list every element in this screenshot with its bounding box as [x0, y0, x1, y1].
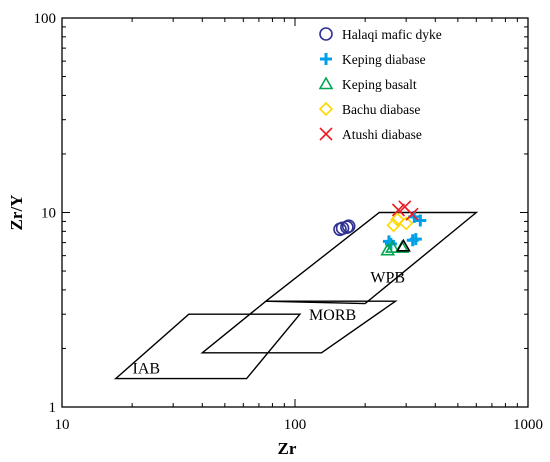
field-label-wpb: WPB — [370, 269, 405, 286]
point-halaqi-mafic-dyke — [341, 219, 356, 234]
field-iab — [113, 313, 302, 380]
x-tick-label: 1000 — [513, 417, 543, 433]
legend-marker-bachu-diabase — [318, 101, 334, 117]
legend-label: Atushi diabase — [342, 127, 422, 142]
point-black-triangle — [396, 238, 411, 252]
field-label-morb: MORB — [309, 307, 356, 324]
axis-ticks — [62, 18, 528, 407]
tectonic-field-polygons — [113, 211, 479, 380]
point-bachu-diabase — [390, 212, 405, 227]
data-points — [333, 200, 427, 256]
point-keping-basalt — [380, 242, 396, 256]
y-tick-label: 1 — [49, 400, 57, 416]
x-tick-label: 10 — [55, 417, 70, 433]
legend-label: Keping diabase — [342, 52, 426, 67]
legend-marker-halaqi-mafic-dyke — [319, 27, 333, 41]
point-atushi-diabase — [405, 207, 419, 221]
legend-label: Halaqi mafic dyke — [342, 27, 442, 42]
legend-label: Keping basalt — [342, 77, 417, 92]
field-labels: WPB MORB IAB — [133, 269, 406, 377]
legend-marker-keping-basalt — [318, 76, 334, 90]
y-axis-title: Zr/Y — [7, 195, 26, 231]
point-atushi-diabase — [391, 203, 406, 217]
field-label-iab: IAB — [133, 360, 161, 377]
point-bachu-diabase — [386, 218, 401, 233]
field-wpb — [263, 211, 479, 305]
point-keping-basalt — [385, 239, 400, 253]
y-tick-label: 100 — [34, 11, 57, 27]
point-keping-diabase — [409, 233, 422, 246]
legend-marker-keping-diabase — [320, 53, 332, 65]
x-tick-label: 100 — [284, 417, 307, 433]
legend-label: Bachu diabase — [342, 102, 420, 117]
legend-marker-atushi-diabase — [319, 127, 333, 141]
point-keping-diabase — [414, 214, 427, 227]
y-tick-label: 10 — [41, 206, 56, 222]
x-axis-title: Zr — [278, 439, 297, 458]
field-morb — [200, 300, 398, 354]
